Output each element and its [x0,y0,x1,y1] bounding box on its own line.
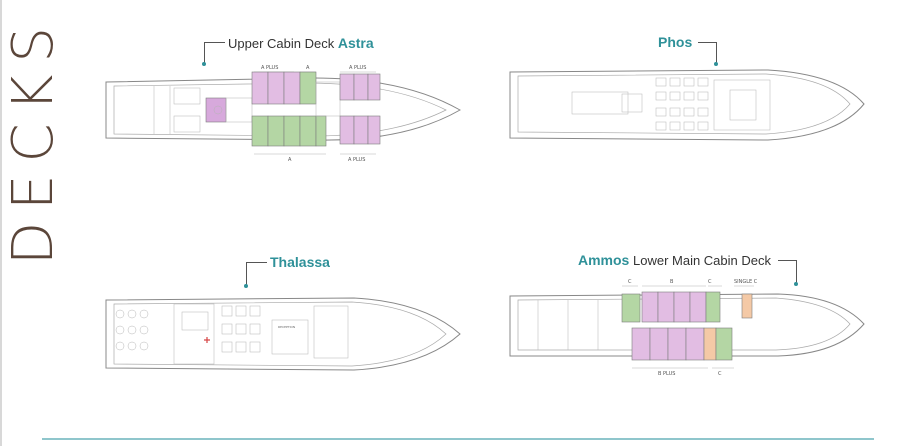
ammos-leader-line [778,260,797,283]
astra-label-a-top: A [306,65,310,71]
left-border [0,0,2,446]
ammos-deck-plan: C B C SINGLE C B PLUS C [509,279,865,377]
astra-deck-label: Upper Cabin Deck Astra [228,35,374,52]
ammos-deck-name: Ammos [578,252,630,268]
ammos-label-c-left: C [628,279,632,285]
ammos-label-b: B [670,279,674,285]
thalassa-leader-line [246,262,267,285]
astra-label-a-bottom: A [288,157,292,163]
thalassa-leader-dot [244,284,248,288]
phos-deck-plan [509,69,865,141]
ammos-deck-label: Ammos Lower Main Cabin Deck [578,252,771,269]
astra-deck-plan: A PLUS A A PLUS A A PLUS [105,65,462,163]
thalassa-deck-label: Thalassa [270,254,330,271]
ammos-deck-suffix: Lower Main Cabin Deck [632,253,771,268]
astra-label-a-plus-right: A PLUS [349,65,366,71]
astra-deck-prefix: Upper Cabin Deck [228,36,335,51]
ammos-label-b-plus: B PLUS [658,371,675,377]
astra-label-a-plus-bottom: A PLUS [348,157,365,163]
ammos-label-c-bottom: C [718,371,722,377]
astra-label-a-plus-left: A PLUS [261,65,278,71]
astra-deck-name: Astra [337,35,374,51]
thalassa-reception-label: RECEPTION [278,325,295,329]
astra-leader-dot [202,62,206,66]
phos-deck-name: Phos [658,34,693,50]
phos-leader-dot [714,62,718,66]
astra-leader-line [204,42,225,63]
phos-leader-line [698,42,717,63]
page-title: DECKS [1,15,66,265]
ammos-label-single-c: SINGLE C [734,279,758,285]
thalassa-deck-name: Thalassa [270,254,330,270]
phos-deck-label: Phos [658,34,692,51]
ammos-label-c-mid: C [708,279,712,285]
footer-divider [42,438,874,440]
ammos-leader-dot [794,282,798,286]
thalassa-deck-plan: RECEPTION [105,297,461,371]
